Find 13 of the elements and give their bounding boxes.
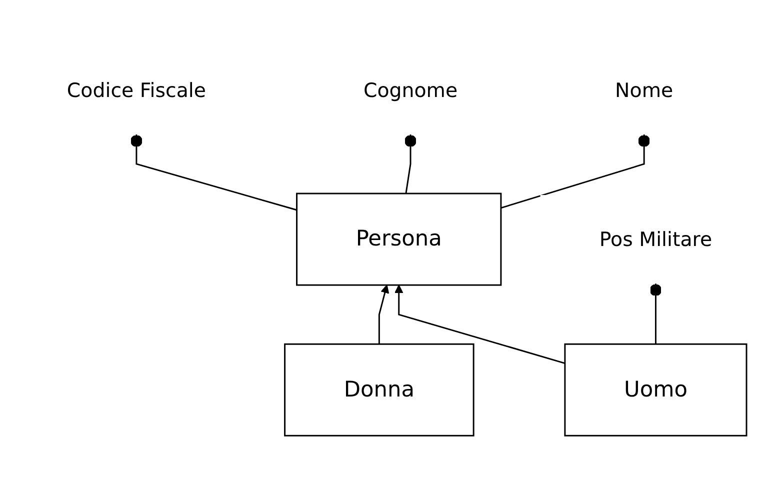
connector xyxy=(500,134,650,208)
node-text: Nome xyxy=(615,78,674,102)
connector xyxy=(650,283,662,344)
node-text: Cognome xyxy=(363,78,458,102)
connector xyxy=(130,134,297,210)
node-box: Uomo xyxy=(564,343,748,436)
node-box: Persona xyxy=(296,192,502,286)
arrow xyxy=(394,284,566,364)
node-text: Pos Militare xyxy=(599,227,712,251)
arrow xyxy=(378,284,390,344)
node-text: Codice Fiscale xyxy=(66,78,206,102)
node-box: Donna xyxy=(284,343,474,436)
connector xyxy=(404,134,416,194)
